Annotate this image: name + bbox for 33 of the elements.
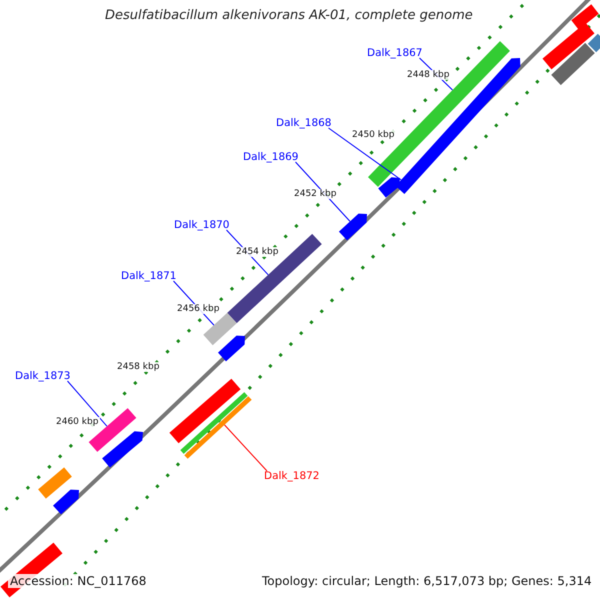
info-text: Accession: NC_011768 (8, 574, 148, 588)
gene-label: Dalk_1869 (243, 151, 298, 163)
position-label: 2452 kbp (292, 189, 338, 199)
gene-label: Dalk_1867 (367, 47, 422, 59)
title: Desulfatibacillum alkenivorans AK-01, complete genome (105, 8, 473, 23)
gene-feature (551, 42, 595, 86)
gene-feature (38, 467, 72, 499)
gene-label: Dalk_1870 (174, 219, 230, 231)
gene-label: Dalk_1872 (264, 470, 320, 482)
gene-feature (218, 336, 245, 362)
gene-feature (571, 4, 599, 30)
leader-line (328, 128, 402, 180)
info-text: Topology: circular; Length: 6,517,073 bp; Genes: 5,314 (260, 574, 594, 588)
gene-feature (338, 214, 367, 240)
position-label: 2450 kbp (350, 130, 396, 140)
position-label: 2448 kbp (405, 70, 452, 80)
gene-label: Dalk_1868 (276, 117, 332, 129)
gene-feature (53, 490, 79, 514)
position-label: 2454 kbp (234, 247, 280, 257)
gene-feature (227, 234, 322, 324)
gene-label: Dalk_1871 (121, 270, 176, 282)
position-label: 2458 kbp (115, 362, 162, 372)
gene-feature (378, 177, 400, 198)
gene-feature (102, 431, 143, 468)
gene-feature (588, 34, 600, 52)
gene-feature (169, 378, 241, 444)
position-label: 2460 kbp (54, 417, 100, 427)
leader-line (224, 424, 268, 472)
leader-line (67, 380, 108, 427)
gene-feature (203, 312, 237, 346)
position-label: 2456 kbp (175, 304, 222, 314)
gene-feature (396, 58, 520, 194)
gene-label: Dalk_1873 (15, 370, 70, 382)
